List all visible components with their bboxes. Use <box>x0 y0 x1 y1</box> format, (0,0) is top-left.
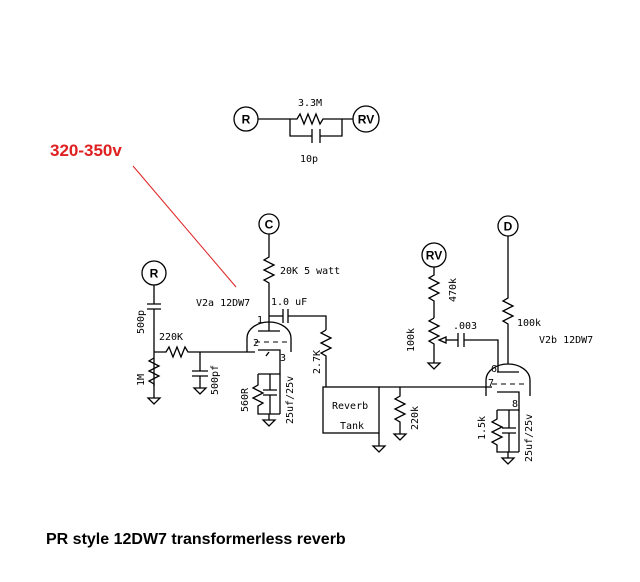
cathode-resistor-1k5 <box>490 410 519 453</box>
input-cap-500p <box>147 285 161 386</box>
cathode-cap-b <box>502 410 516 452</box>
node-r-input-label: R <box>150 267 159 281</box>
resistor-220k <box>154 345 255 359</box>
node-d-label: D <box>504 220 513 234</box>
resistor-220k-load-label: 220k <box>410 406 421 430</box>
grid-cap-500pf-label: 500pf <box>210 365 221 395</box>
pin-2: 2 <box>253 338 259 349</box>
ground-tank <box>371 445 387 453</box>
node-r-top-label: R <box>242 113 251 127</box>
ground-1m <box>146 397 162 405</box>
cap-003 <box>457 333 499 372</box>
tube-v2b-label: V2b 12DW7 <box>539 335 593 346</box>
plate-resistor-20k <box>262 234 276 320</box>
pin-6: 6 <box>491 364 497 375</box>
cathode-cap-b-label: 25uf/25v <box>524 414 535 462</box>
resistor-3m3 <box>290 112 342 126</box>
resistor-2k7 <box>319 329 333 387</box>
plate-resistor-100k <box>501 236 515 364</box>
plate-resistor-20k-label: 20K 5 watt <box>280 266 340 277</box>
cap-003-label: .003 <box>453 321 477 332</box>
pin-3: 3 <box>280 353 286 364</box>
pin-1: 1 <box>257 315 263 326</box>
resistor-470k-label: 470k <box>448 278 459 302</box>
annotation-leader <box>132 165 237 288</box>
resistor-1m <box>147 357 161 398</box>
coupling-cap-1uf-label: 1.0 uF <box>271 297 307 308</box>
cathode-resistor-560r-label: 560R <box>240 387 251 412</box>
node-c-label: C <box>265 218 274 232</box>
resistor-1m-label: 1M <box>136 374 147 386</box>
pot-100k-label: 100k <box>406 328 417 352</box>
tube-v2a-label: V2a 12DW7 <box>196 298 250 309</box>
capacitor-10p <box>311 129 321 143</box>
resistor-220k-label: 220K <box>159 332 183 343</box>
feedback-network: R RV 3.3M 10p <box>233 98 380 165</box>
ground-220k <box>392 433 408 441</box>
pin-7: 7 <box>488 378 494 389</box>
voltage-annotation: 320-350v <box>50 141 122 160</box>
tube-v2a <box>246 320 292 364</box>
ground-pot <box>426 362 442 370</box>
ground-500pf <box>192 387 208 395</box>
cathode-cap-a <box>263 374 277 414</box>
reverb-tank-line1: Reverb <box>332 401 368 412</box>
node-rv-top-label: RV <box>358 113 374 127</box>
cathode-cap-a-label: 25uf/25v <box>285 376 296 424</box>
cathode-resistor-560r <box>251 374 280 415</box>
caption: PR style 12DW7 transformerless reverb <box>46 531 346 548</box>
reverb-tank <box>322 386 380 434</box>
coupling-cap-1uf <box>282 309 289 323</box>
reverb-tank-line2: Tank <box>340 421 364 432</box>
pin-8: 8 <box>512 399 518 410</box>
input-cap-500p-label: 500p <box>136 310 147 334</box>
node-rv-label: RV <box>426 249 442 263</box>
resistor-220k-load <box>393 387 407 434</box>
resistor-2k7-label: 2.7K <box>312 350 323 374</box>
capacitor-10p-label: 10p <box>300 154 318 165</box>
cathode-resistor-1k5-label: 1.5k <box>477 416 488 440</box>
resistor-3m3-label: 3.3M <box>298 98 322 109</box>
pot-wiper <box>437 336 447 344</box>
ground-cathode-b <box>500 457 516 465</box>
resistor-470k <box>427 267 441 318</box>
ground-cathode-a <box>261 419 277 427</box>
plate-resistor-100k-label: 100k <box>517 318 541 329</box>
tube-v2b <box>485 363 531 402</box>
pot-100k <box>427 317 441 363</box>
grid-cap-500pf <box>192 352 208 388</box>
